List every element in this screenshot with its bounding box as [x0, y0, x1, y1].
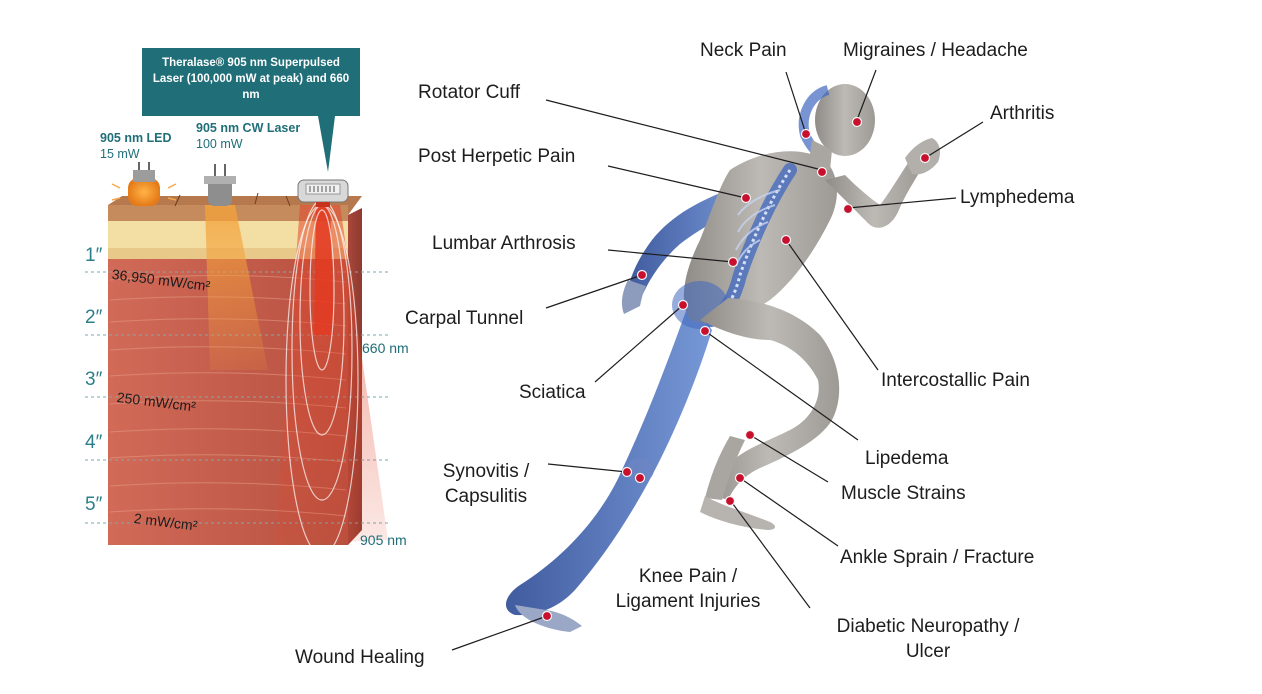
led-label: 905 nm LED 15 mW	[100, 130, 172, 162]
label-ankle-sprain: Ankle Sprain / Fracture	[840, 547, 1035, 568]
depth-4: 4″	[85, 432, 103, 453]
label-arthritis: Arthritis	[990, 103, 1055, 124]
label-synovitis-line2: Capsulitis	[444, 486, 528, 507]
marker-muscle-strains	[744, 429, 756, 441]
marker-sciatica	[677, 299, 689, 311]
marker-carpal-tunnel	[636, 269, 648, 281]
running-figure	[505, 84, 940, 632]
label-knee-pain: Knee Pain / Ligament Injuries	[600, 564, 776, 614]
label-muscle-strains: Muscle Strains	[841, 483, 966, 504]
label-migraines: Migraines / Headache	[843, 40, 1028, 61]
marker-synovitis	[621, 466, 633, 478]
wavelength-905: 905 nm	[360, 532, 407, 548]
cw-laser-label: 905 nm CW Laser 100 mW	[196, 120, 300, 152]
marker-knee-pain	[634, 472, 646, 484]
marker-lumbar-arthrosis	[727, 256, 739, 268]
label-diabetic: Diabetic Neuropathy / Ulcer	[812, 614, 1044, 664]
led-device	[111, 162, 177, 206]
label-knee-pain-line2: Ligament Injuries	[615, 591, 761, 612]
cw-laser-device	[204, 164, 236, 206]
marker-lymphedema	[842, 203, 854, 215]
label-synovitis: Synovitis / Capsulitis	[430, 459, 542, 509]
leader-lines	[451, 69, 984, 651]
marker-rotator-cuff	[816, 166, 828, 178]
cw-laser-name: 905 nm CW Laser	[196, 121, 301, 135]
depth-1: 1″	[85, 245, 103, 266]
led-name: 905 nm LED	[100, 131, 172, 145]
wavelength-660: 660 nm	[362, 340, 409, 356]
marker-ankle-sprain	[734, 472, 746, 484]
cw-laser-power: 100 mW	[196, 137, 243, 151]
depth-2: 2″	[85, 307, 103, 328]
label-synovitis-line1: Synovitis /	[442, 461, 530, 482]
marker-migraines	[851, 116, 863, 128]
marker-post-herpetic	[740, 192, 752, 204]
label-carpal-tunnel: Carpal Tunnel	[405, 308, 524, 329]
label-post-herpetic: Post Herpetic Pain	[418, 146, 576, 167]
marker-lipedema	[699, 325, 711, 337]
led-power: 15 mW	[100, 147, 140, 161]
superpulsed-laser-device	[297, 179, 349, 207]
label-diabetic-line1: Diabetic Neuropathy /	[836, 616, 1020, 637]
label-sciatica: Sciatica	[519, 382, 586, 403]
label-diabetic-line2: Ulcer	[905, 641, 951, 662]
marker-neck-pain	[800, 128, 812, 140]
marker-arthritis	[919, 152, 931, 164]
marker-wound-healing	[541, 610, 553, 622]
depth-5: 5″	[85, 494, 103, 515]
label-lipedema: Lipedema	[865, 448, 949, 469]
label-neck-pain: Neck Pain	[700, 40, 787, 61]
label-wound-healing: Wound Healing	[295, 647, 425, 668]
callout-bubble	[142, 48, 360, 172]
label-knee-pain-line1: Knee Pain /	[638, 566, 738, 587]
marker-diabetic	[724, 495, 736, 507]
label-lymphedema: Lymphedema	[960, 187, 1075, 208]
label-rotator-cuff: Rotator Cuff	[418, 82, 521, 103]
label-lumbar-arthrosis: Lumbar Arthrosis	[432, 233, 576, 254]
label-intercostallic: Intercostallic Pain	[881, 370, 1030, 391]
depth-3: 3″	[85, 369, 103, 390]
marker-intercostallic	[780, 234, 792, 246]
callout-text: Theralase® 905 nm Superpulsed Laser (100…	[152, 57, 350, 101]
